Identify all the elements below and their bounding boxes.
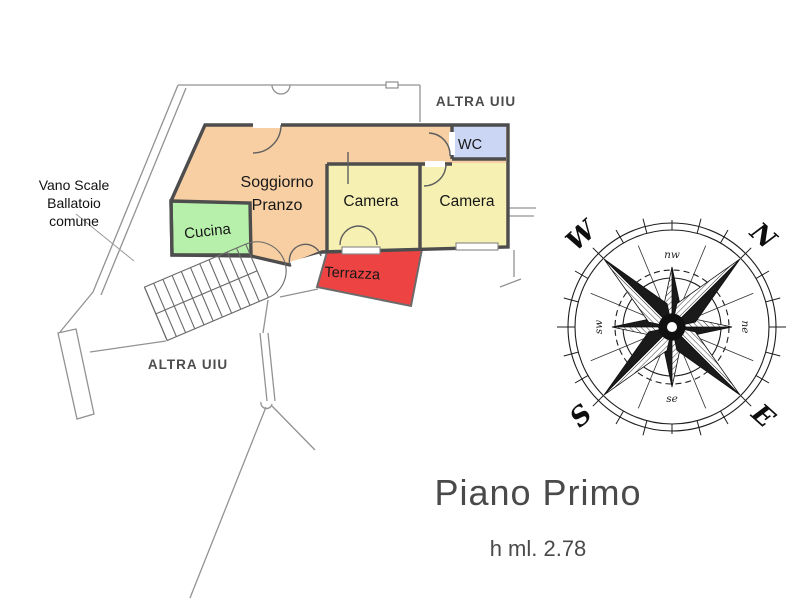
plan-labels: Soggiorno Pranzo Cucina Camera Camera WC… bbox=[39, 94, 641, 561]
window-camera bbox=[455, 242, 499, 251]
staircase bbox=[143, 241, 287, 342]
label-cucina: Cucina bbox=[183, 221, 232, 243]
label-stairwell-line3: comune bbox=[49, 213, 99, 229]
compass-label-e: E bbox=[745, 398, 781, 435]
compass-label-sw: sw bbox=[593, 320, 605, 334]
compass-label-nw: nw bbox=[664, 249, 680, 261]
floor-title: Piano Primo bbox=[434, 472, 641, 513]
label-terrazza: Terrazza bbox=[324, 265, 381, 284]
door-openings bbox=[253, 122, 455, 268]
compass-rose: W N S E nw ne se sw bbox=[557, 213, 786, 436]
boundary-notch bbox=[385, 81, 399, 89]
label-other-unit-bottom: ALTRA UIU bbox=[148, 357, 228, 372]
label-soggiorno-line1: Soggiorno bbox=[241, 174, 314, 191]
label-camera-1: Camera bbox=[343, 193, 399, 210]
compass-label-se: se bbox=[666, 393, 678, 405]
room-cucina bbox=[171, 201, 251, 255]
compass-label-ne: ne bbox=[739, 321, 751, 334]
door-arcs bbox=[252, 124, 451, 266]
label-other-unit-top: ALTRA UIU bbox=[436, 94, 516, 109]
label-stairwell-line1: Vano Scale bbox=[39, 177, 110, 193]
compass-label-w: W bbox=[560, 213, 604, 257]
room-wc bbox=[452, 126, 506, 159]
room-camera-2 bbox=[420, 163, 506, 249]
stairwell-leader-line bbox=[75, 213, 135, 262]
label-soggiorno-line2: Pranzo bbox=[252, 197, 303, 214]
label-camera-2: Camera bbox=[439, 193, 495, 210]
room-camera-1 bbox=[327, 164, 418, 251]
window-terrace bbox=[341, 246, 381, 255]
survey-outline bbox=[57, 81, 536, 599]
label-wc: WC bbox=[458, 137, 482, 153]
room-fills bbox=[171, 125, 508, 308]
compass-label-s: S bbox=[564, 399, 598, 434]
label-stairwell-line2: Ballatoio bbox=[47, 195, 101, 211]
windows bbox=[341, 152, 499, 255]
floor-height: h ml. 2.78 bbox=[490, 536, 587, 561]
